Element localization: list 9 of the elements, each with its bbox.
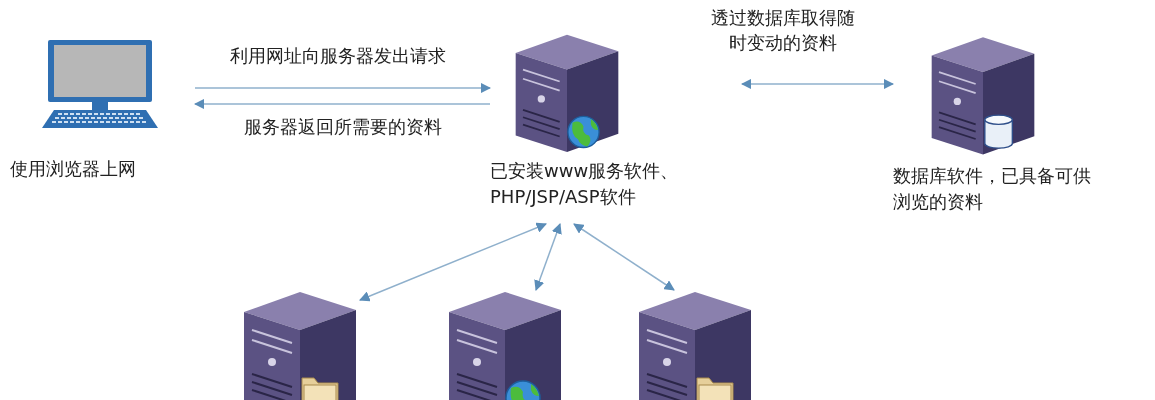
node-label: 数据库软件，已具备可供浏览的资料 xyxy=(893,164,1092,215)
arrow xyxy=(359,222,547,302)
node-label: 已安装www服务软件、PHP/JSP/ASP软件 xyxy=(490,159,680,210)
arrow xyxy=(534,223,562,291)
arrow xyxy=(193,98,491,110)
arrow xyxy=(573,223,675,291)
node-label: 使用浏览器上网 xyxy=(10,157,137,181)
arrow xyxy=(740,78,895,90)
arrow xyxy=(194,82,492,94)
